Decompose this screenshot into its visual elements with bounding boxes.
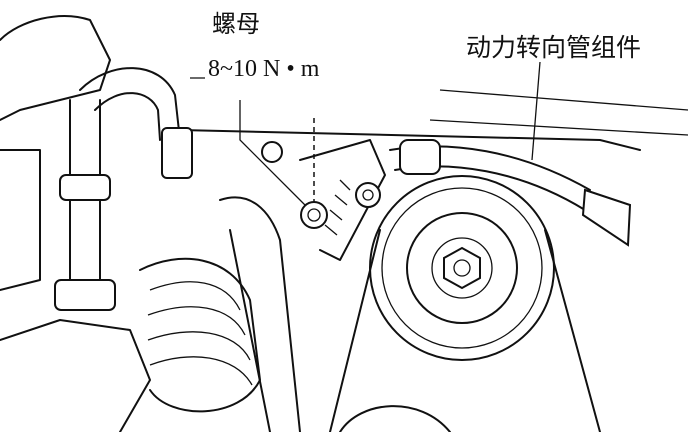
- nut: [300, 201, 328, 229]
- nut-label: 螺母: [212, 10, 260, 38]
- engine-block-outline: [0, 15, 688, 432]
- torque-spec-label: 8~10 N • m: [208, 56, 320, 82]
- power-steering-hose: [389, 139, 632, 247]
- crankshaft-pulley: [329, 175, 601, 432]
- left-pipe: [54, 67, 193, 311]
- bracket: [261, 118, 386, 261]
- power-steering-pipe-assembly-label: 动力转向管组件: [466, 33, 642, 62]
- drive-shaft-boot: [139, 196, 301, 432]
- leader-lines: [190, 61, 541, 206]
